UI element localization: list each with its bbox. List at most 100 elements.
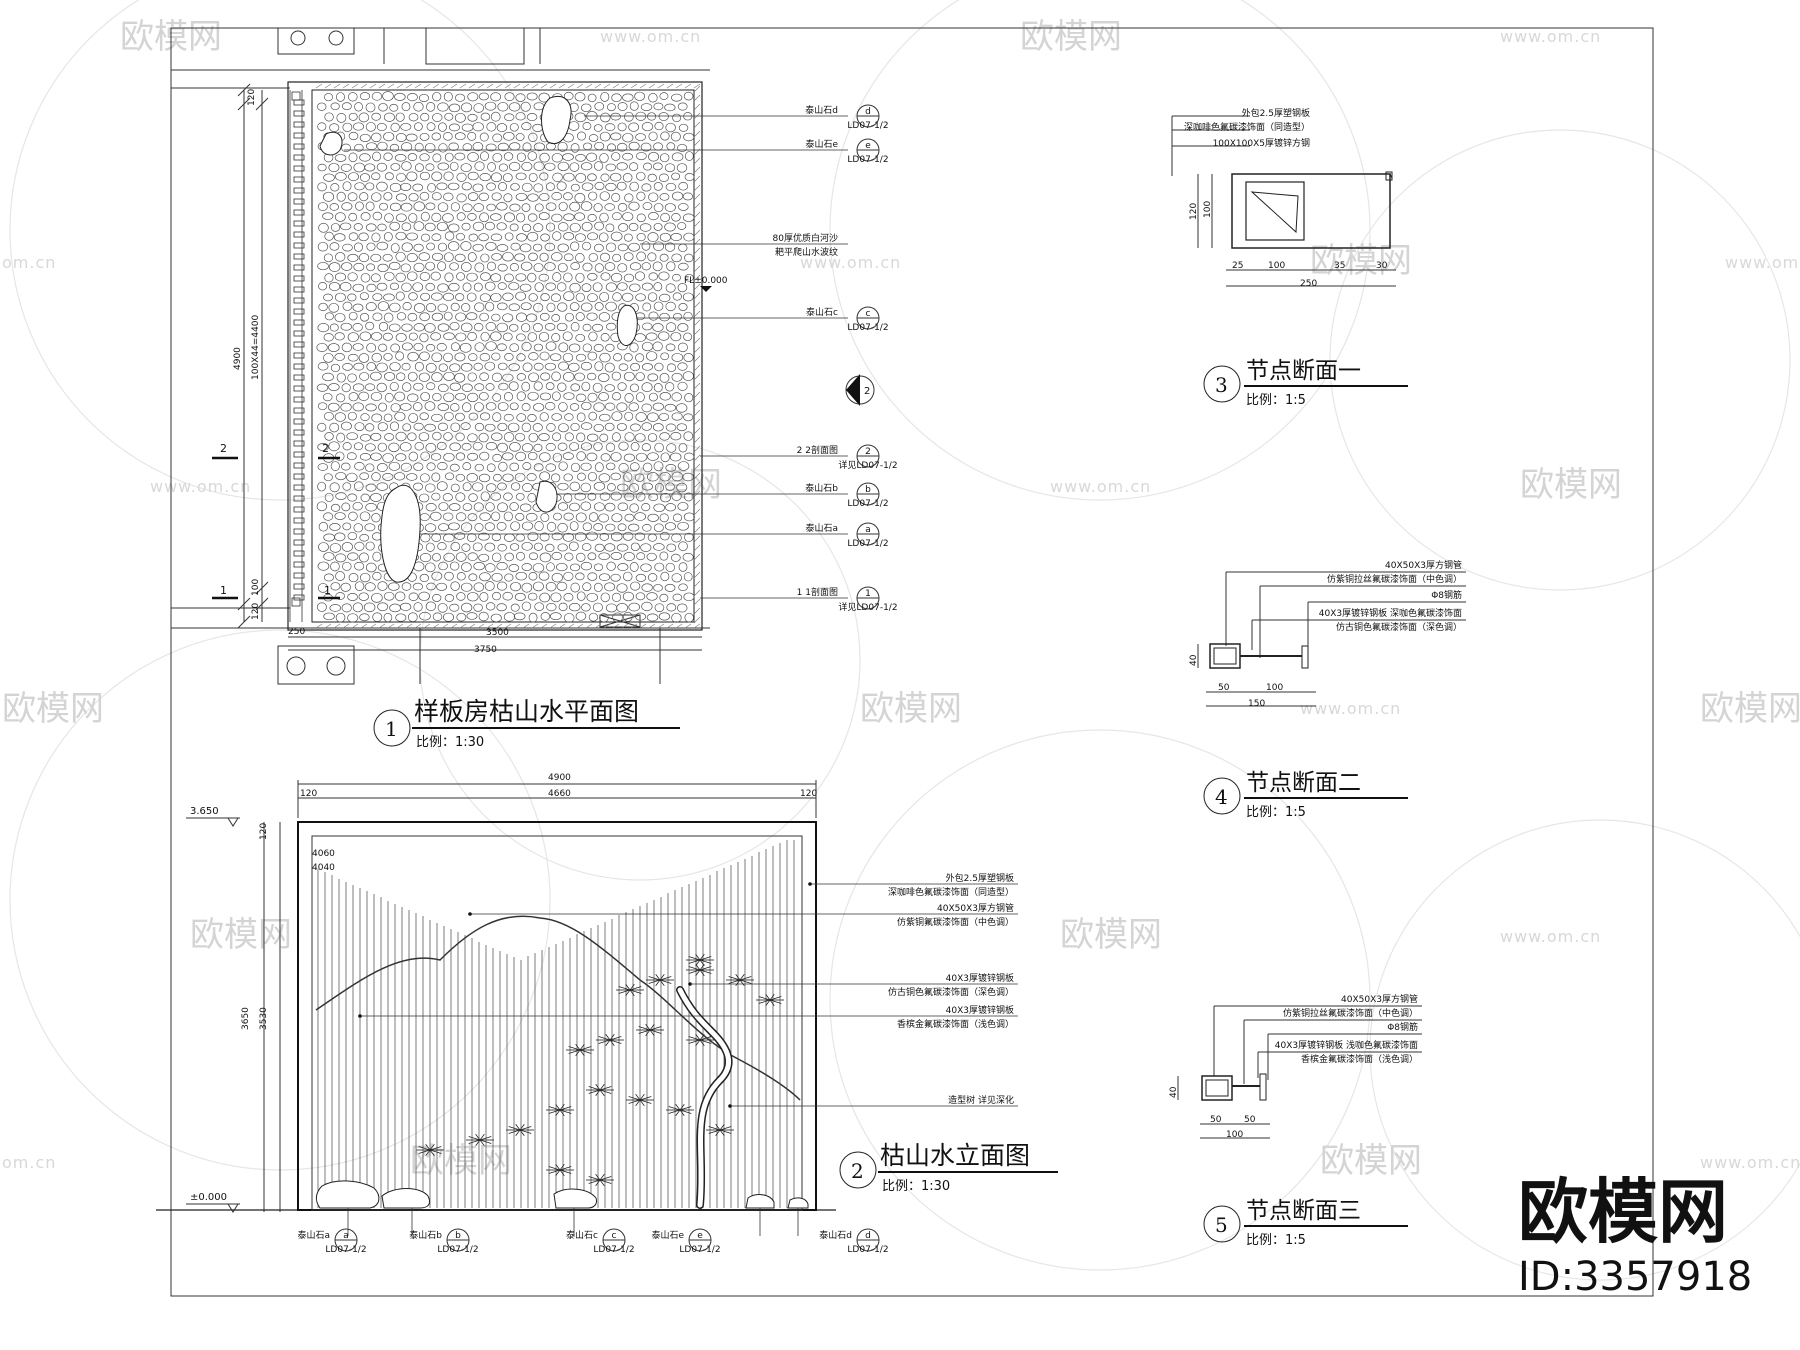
pebble: [376, 122, 387, 132]
stone-a: [380, 484, 421, 583]
pebble: [528, 252, 538, 262]
pine-needle: [655, 974, 661, 981]
pebble: [431, 571, 443, 581]
pebble: [484, 221, 495, 231]
pebble: [504, 353, 514, 361]
pebble: [605, 182, 617, 192]
pebble: [432, 553, 441, 562]
detail4-note: Φ8钢筋: [1431, 589, 1462, 601]
pebble: [634, 271, 645, 281]
pebble: [401, 362, 411, 371]
pebble: [418, 93, 429, 103]
pebble: [563, 253, 574, 262]
pine-needle: [588, 1176, 601, 1181]
pine-needle: [598, 1039, 611, 1044]
pebble: [468, 233, 479, 242]
pebble: [490, 292, 502, 303]
pebble: [527, 213, 538, 222]
pebble: [648, 92, 658, 103]
detail5-dim-50a: 50: [1210, 1115, 1222, 1125]
pine-needle: [599, 1089, 605, 1096]
pebble: [683, 492, 694, 502]
pebble: [610, 573, 621, 582]
hatch-line: [666, 623, 674, 629]
pebble: [437, 542, 447, 551]
section-2-label: 2: [220, 442, 227, 455]
pebble: [551, 153, 563, 163]
pebble: [534, 602, 545, 611]
pebble: [444, 112, 454, 121]
pebble: [617, 382, 627, 391]
pebble: [611, 93, 622, 103]
pebble: [341, 102, 352, 111]
pebble: [607, 483, 616, 492]
pebble: [683, 431, 694, 441]
pebble: [443, 371, 455, 381]
sheet-border: [170, 27, 1654, 1297]
pebble: [371, 232, 381, 243]
hatch-line: [441, 83, 449, 89]
pebble: [600, 592, 610, 603]
hatch-line: [693, 184, 701, 192]
pebble: [467, 113, 478, 122]
pine-needle: [739, 976, 752, 981]
pebble: [382, 253, 393, 262]
pebble: [371, 413, 383, 423]
pebble: [502, 173, 513, 183]
pebble: [377, 462, 388, 472]
hatch-line: [693, 454, 701, 462]
pebble: [478, 432, 489, 443]
pebble: [616, 181, 627, 191]
pebble: [467, 433, 478, 443]
pebble: [551, 192, 563, 201]
pebble: [544, 262, 556, 272]
pebble: [594, 361, 604, 372]
pebble: [467, 192, 479, 201]
pebble: [490, 92, 502, 102]
pebble: [592, 323, 604, 332]
pebble: [509, 263, 519, 272]
pebble: [455, 552, 467, 562]
slat: [293, 396, 305, 403]
pebble: [407, 371, 418, 382]
pebble: [496, 322, 508, 333]
pebble: [335, 571, 346, 581]
pebble: [472, 183, 484, 193]
elev-small-dim-a: 4060: [312, 849, 335, 859]
pebble: [497, 263, 508, 272]
pebble: [438, 363, 448, 372]
pebble: [672, 191, 684, 201]
pebble: [544, 322, 556, 331]
pebble: [342, 301, 353, 311]
pebble: [432, 91, 442, 102]
hatch-line: [549, 623, 557, 629]
pebble: [348, 212, 358, 222]
pebble: [546, 423, 556, 432]
pine-needle: [699, 959, 712, 964]
planter-plant: [290, 30, 306, 46]
pebble: [605, 523, 616, 532]
pebble: [383, 293, 395, 302]
pebble: [413, 201, 426, 212]
detail3-title: 节点断面一: [1246, 358, 1361, 384]
pebble: [402, 342, 413, 351]
pebble: [402, 302, 412, 311]
hatch-line: [423, 623, 431, 629]
pebble: [616, 402, 628, 412]
pebble: [551, 333, 561, 342]
pebble: [641, 482, 653, 491]
pebble: [378, 321, 389, 332]
hatch-line: [693, 83, 701, 89]
pebble: [545, 582, 557, 592]
hatch-line: [693, 535, 701, 543]
callout-sublabel: 深咖啡色氟碳漆饰面（同造型）: [888, 886, 1014, 898]
pebble: [630, 423, 641, 432]
pine-needle: [655, 979, 661, 986]
pebble: [333, 233, 346, 242]
pebble: [466, 612, 478, 620]
pebble: [383, 152, 393, 161]
pebble: [654, 483, 665, 493]
pebble: [503, 392, 514, 402]
pebble: [510, 482, 521, 491]
pebble: [678, 203, 689, 211]
